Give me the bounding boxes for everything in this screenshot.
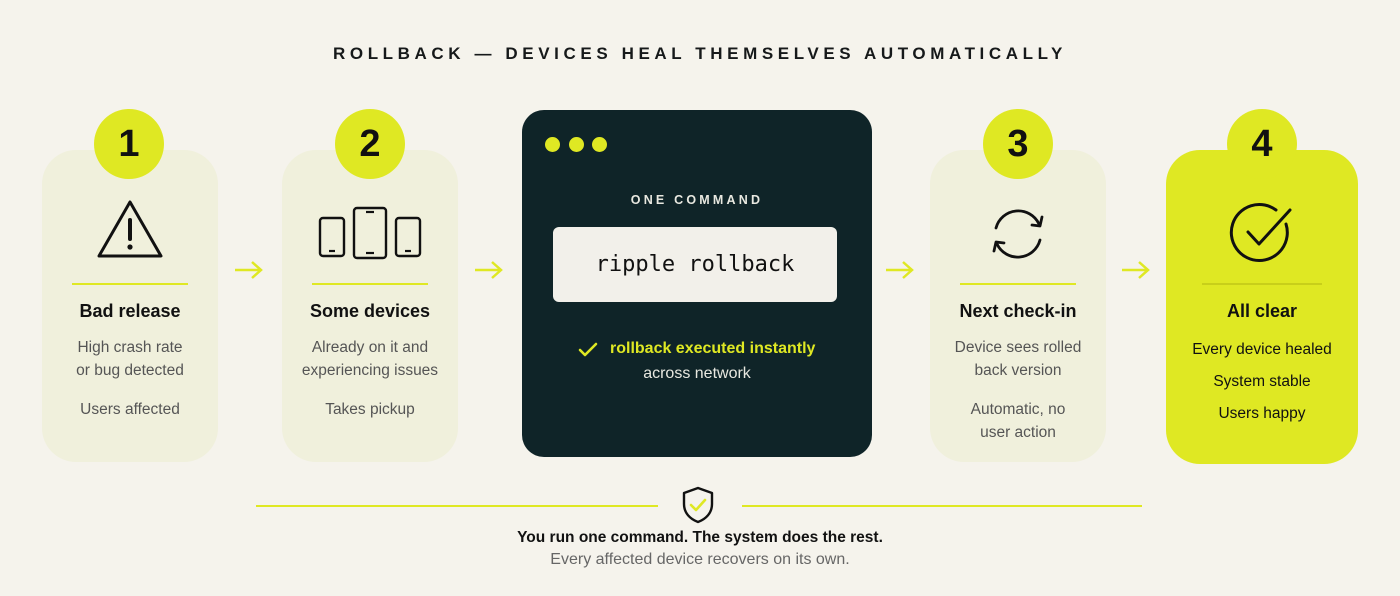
window-dot: [545, 137, 560, 152]
arrow-right-icon: [886, 261, 914, 279]
step-title: All clear: [1226, 301, 1298, 321]
status-text: across network: [643, 365, 751, 382]
step-number-badge: 4: [1227, 109, 1297, 179]
card-divider: [312, 283, 428, 285]
terminal-label: ONE COMMAND: [630, 193, 764, 207]
checkmark-icon: [578, 342, 598, 357]
shield-check-icon: [682, 486, 714, 524]
step-number-badge: 2: [335, 109, 405, 179]
card-divider: [1202, 283, 1322, 285]
command-box: ripple rollback: [553, 227, 837, 302]
window-dot: [569, 137, 584, 152]
step-title: Some devices: [309, 301, 431, 321]
status-highlight: rollback executed instantly: [610, 340, 816, 357]
refresh-icon: [986, 204, 1050, 269]
footer-headline: You run one command. The system does the…: [517, 529, 883, 546]
card-divider: [72, 283, 188, 285]
page-title: ROLLBACK — DEVICES HEAL THEMSELVES AUTOM…: [333, 44, 1067, 63]
step-card-some-devices: Some devices Already on it and experienc…: [282, 150, 458, 462]
arrow-right-icon: [1122, 261, 1150, 279]
step-title: Next check-in: [959, 301, 1077, 321]
step-description: Device sees rolled back version Automati…: [954, 339, 1082, 441]
check-circle-icon: [1228, 200, 1296, 271]
step-card-all-clear: All clear Every device healed System sta…: [1166, 150, 1358, 464]
command-terminal: ONE COMMAND ripple rollback rollback exe…: [522, 110, 872, 457]
step-description: High crash rate or bug detected Users af…: [76, 339, 184, 418]
step-number-badge: 3: [983, 109, 1053, 179]
step-title: Bad release: [79, 301, 181, 321]
step-number-badge: 1: [94, 109, 164, 179]
warning-triangle-icon: [95, 198, 165, 265]
footer-subtext: Every affected device recovers on its ow…: [550, 551, 850, 568]
step-card-bad-release: Bad release High crash rate or bug detec…: [42, 150, 218, 462]
window-dot: [592, 137, 607, 152]
footer-divider: [256, 505, 658, 507]
footer-divider: [742, 505, 1142, 507]
step-description: Already on it and experiencing issues Ta…: [301, 339, 439, 418]
devices-icon: [318, 206, 422, 265]
arrow-right-icon: [475, 261, 503, 279]
step-description: Every device healed System stable Users …: [1192, 341, 1332, 422]
card-divider: [960, 283, 1076, 285]
step-card-next-check-in: Next check-in Device sees rolled back ve…: [930, 150, 1106, 462]
arrow-right-icon: [235, 261, 263, 279]
